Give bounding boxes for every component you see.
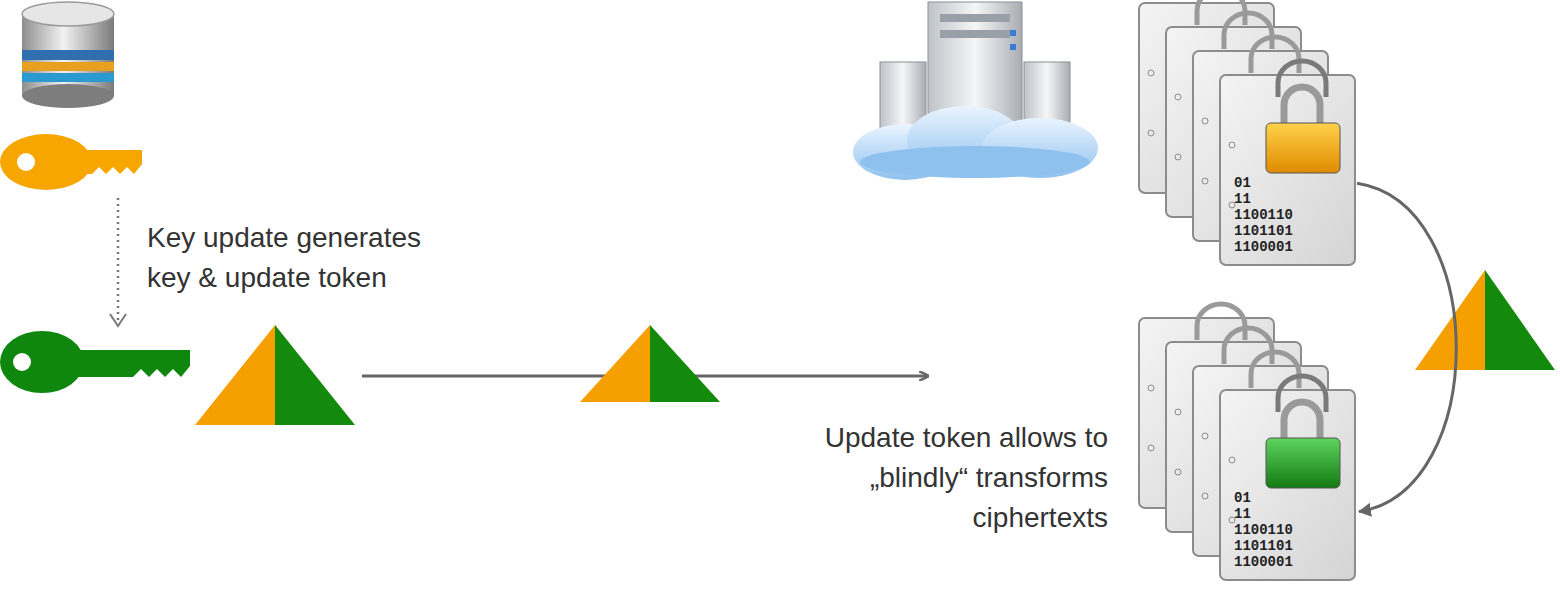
ciphertext-page: 01 11 1100110 1101101 1100001 <box>1220 390 1355 580</box>
update-token <box>195 325 355 425</box>
new-key <box>0 331 190 393</box>
document-stacks <box>1139 0 1355 580</box>
annotation-text: Key update generates key & update token <box>147 218 452 298</box>
binary-text: 01 11 1100110 1101101 1100001 <box>1234 175 1296 255</box>
database-icon <box>22 2 114 108</box>
binary-text: 01 11 1100110 1101101 1100001 <box>1234 490 1296 570</box>
old-key <box>0 134 142 190</box>
transform-arrow <box>1357 183 1456 511</box>
cloud-server <box>853 2 1098 180</box>
dotted-arrow <box>110 198 126 326</box>
ciphertext-page: 01 11 1100110 1101101 1100001 <box>1220 75 1355 265</box>
annotation-text: Update token allows to „blindly“ transfo… <box>760 418 1108 538</box>
update-token <box>580 325 720 402</box>
update-token <box>1415 270 1555 370</box>
